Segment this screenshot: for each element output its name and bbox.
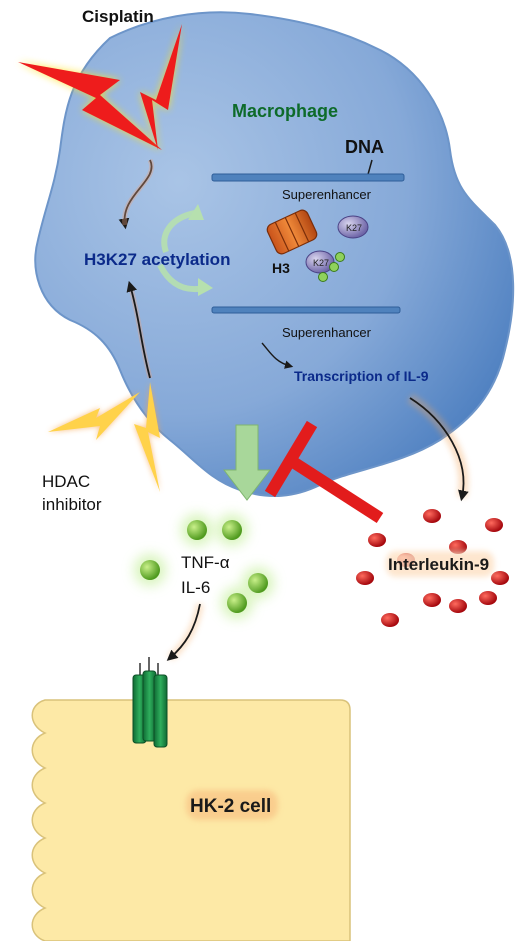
k27-top-label: K27 <box>346 223 362 233</box>
macrophage-label: Macrophage <box>232 101 338 121</box>
h3-label: H3 <box>272 260 290 276</box>
hk2-cell <box>31 699 351 941</box>
hdac-lightning-bolt-icon <box>48 382 160 492</box>
dna-strand-top <box>211 173 405 182</box>
h3k27-acetylation-label: H3K27 acetylation <box>84 250 230 269</box>
hdac-label-line2: inhibitor <box>42 495 102 514</box>
il6-label: IL-6 <box>181 578 210 597</box>
cytokine-arrow <box>166 603 201 661</box>
hk2-cell-label: HK-2 cell <box>190 796 271 817</box>
acetylation-cycle-arrows <box>157 204 213 296</box>
inhibition-t-bar-icon <box>264 420 384 524</box>
transcription-arrow <box>261 342 294 369</box>
cisplatin-label: Cisplatin <box>82 7 154 26</box>
hdac-label-line1: HDAC <box>42 472 90 491</box>
k27-bottom-label: K27 <box>313 258 329 268</box>
nucleosome-icon <box>266 209 369 282</box>
hdac-arrow <box>126 280 151 379</box>
dna-label: DNA <box>345 137 384 157</box>
membrane-receptor-icon <box>132 657 168 748</box>
dna-strand-bottom <box>211 306 401 314</box>
tnf-alpha-label: TNF-α <box>181 553 230 572</box>
il9-release-arrow <box>409 397 469 502</box>
transcription-label: Transcription of IL-9 <box>294 368 429 384</box>
interleukin-9-label: Interleukin-9 <box>388 555 489 574</box>
release-arrow <box>222 424 272 501</box>
superenhancer-top-label: Superenhancer <box>282 187 372 202</box>
cisplatin-arrow <box>118 159 153 230</box>
cisplatin-lightning-bolt-icon <box>18 24 182 150</box>
superenhancer-bottom-label: Superenhancer <box>282 325 372 340</box>
cytokine-particles <box>134 514 274 619</box>
